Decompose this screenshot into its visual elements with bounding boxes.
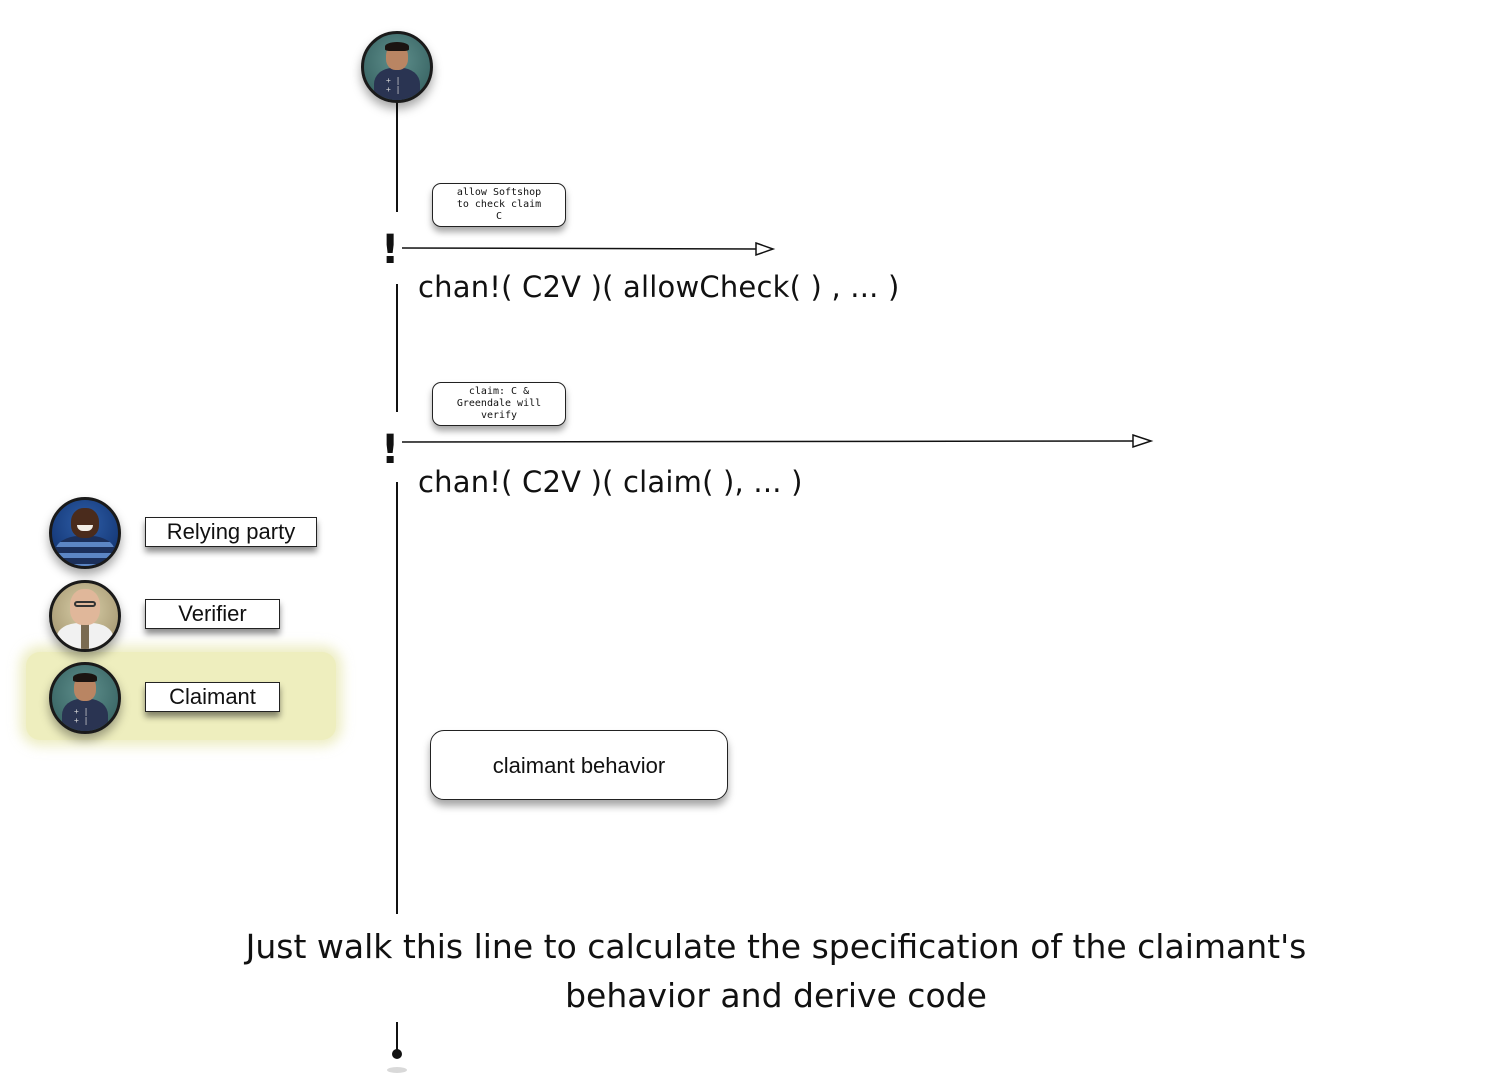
message-code: chan!( C2V )( claim( ), ... ) <box>418 465 803 499</box>
relying-party-avatar-icon <box>49 497 121 569</box>
message-note: allow Softshop to check claim C <box>432 183 566 227</box>
send-marker: ! <box>381 427 400 473</box>
message-code: chan!( C2V )( allowCheck( ) , ... ) <box>418 270 900 304</box>
message-note: claim: C & Greendale will verify <box>432 382 566 426</box>
claimant-avatar-icon <box>49 662 121 734</box>
legend-label-verifier: Verifier <box>145 599 280 629</box>
verifier-avatar-icon <box>49 580 121 652</box>
send-marker: ! <box>381 227 400 273</box>
slide-caption: Just walk this line to calculate the spe… <box>245 927 1307 1015</box>
message-arrow-allow-check <box>401 247 758 250</box>
lifeline-claimant-avatar-icon <box>361 31 433 103</box>
message-arrow-claim <box>401 440 1135 443</box>
lifeline-end-dot <box>392 1049 402 1059</box>
claimant-behavior-box: claimant behavior <box>430 730 728 800</box>
legend-label-relying-party: Relying party <box>145 517 317 547</box>
legend-label-claimant: Claimant <box>145 682 280 712</box>
